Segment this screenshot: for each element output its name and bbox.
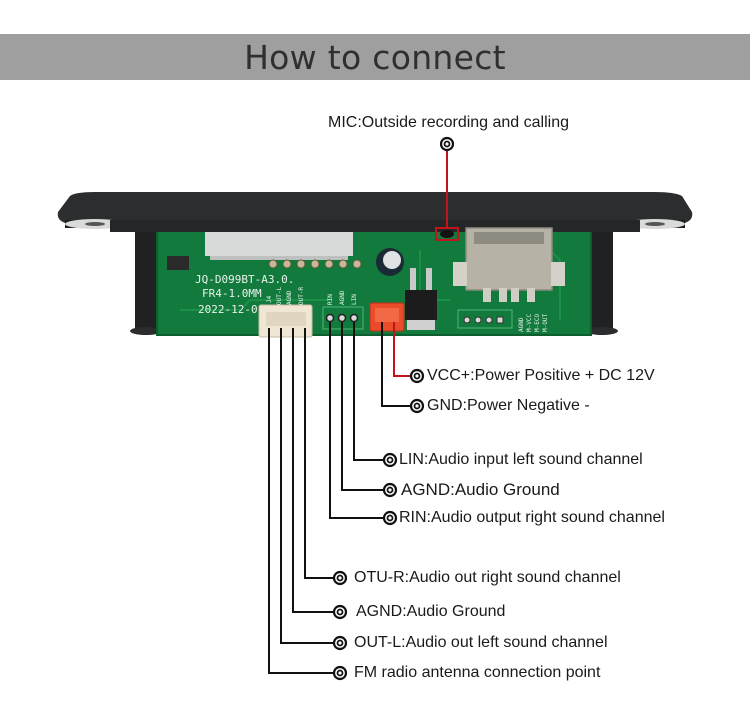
target-icon-fm — [332, 665, 348, 681]
callout-gnd-label: GND:Power Negative - — [427, 397, 590, 414]
target-icon-agnd-in — [382, 482, 398, 498]
svg-text:J4: J4 — [266, 295, 273, 303]
agnd-out-line — [292, 328, 333, 613]
callout-out-l-label: OUT-L:Audio out left sound channel — [354, 634, 608, 651]
callout-mic-label: MIC:Outside recording and calling — [328, 114, 570, 131]
sd-card-slot — [205, 232, 353, 256]
left-mount-post — [135, 215, 157, 332]
target-icon-lin — [382, 452, 398, 468]
svg-text:AGND: AGND — [518, 317, 525, 332]
svg-text:OUT-L: OUT-L — [276, 287, 283, 305]
target-icon-vcc — [409, 368, 425, 384]
callout-agnd-out-label: AGND:Audio Ground — [356, 603, 506, 620]
voltage-regulator — [405, 290, 437, 320]
target-icon-otu-r — [332, 570, 348, 586]
callout-rin-label: RIN:Audio output right sound channel — [399, 509, 665, 526]
out-l-line — [280, 328, 333, 644]
target-icon-agnd-out — [332, 604, 348, 620]
target-icon-out-l — [332, 635, 348, 651]
fm-line — [268, 328, 333, 674]
otu-r-line — [304, 328, 333, 579]
target-icon-gnd — [409, 398, 425, 414]
lin-line — [353, 322, 383, 461]
svg-text:M-ECO: M-ECO — [534, 314, 541, 332]
callout-lin-label: LIN:Audio input left sound channel — [399, 451, 643, 468]
right-mount-post — [591, 215, 613, 332]
svg-text:RIN: RIN — [327, 294, 334, 305]
callout-otu-r-label: OTU-R:Audio out right sound channel — [354, 569, 621, 586]
svg-text:M-VCC: M-VCC — [526, 314, 533, 332]
callout-vcc-label: VCC+:Power Positive + DC 12V — [427, 367, 655, 384]
callout-fm-label: FM radio antenna connection point — [354, 664, 601, 681]
target-icon-rin — [382, 510, 398, 526]
target-icons — [332, 136, 455, 681]
svg-text:AGND: AGND — [339, 290, 346, 305]
module-board: JQ-D099BT-A3.0. FR4-1.0MM 2022-12-0 J4 O… — [57, 192, 693, 338]
pcb-date-text: 2022-12-0 — [198, 303, 258, 316]
front-bezel — [57, 192, 693, 224]
gnd-line — [381, 322, 410, 407]
vcc-line — [393, 322, 410, 377]
svg-text:LIN: LIN — [351, 294, 358, 305]
target-icon-mic — [439, 136, 455, 152]
svg-text:OUT-R: OUT-R — [298, 287, 305, 305]
rin-line — [329, 322, 383, 519]
header-banner: How to connect — [0, 34, 750, 80]
pcb-model-text: JQ-D099BT-A3.0. — [195, 273, 294, 286]
page-title: How to connect — [244, 37, 506, 77]
svg-text:AGND: AGND — [286, 290, 293, 305]
pcb-material-text: FR4-1.0MM — [202, 287, 262, 300]
callout-agnd-in-label: AGND:Audio Ground — [401, 480, 560, 499]
svg-text:M-OUT: M-OUT — [542, 314, 549, 332]
agnd-in-line — [341, 322, 383, 491]
